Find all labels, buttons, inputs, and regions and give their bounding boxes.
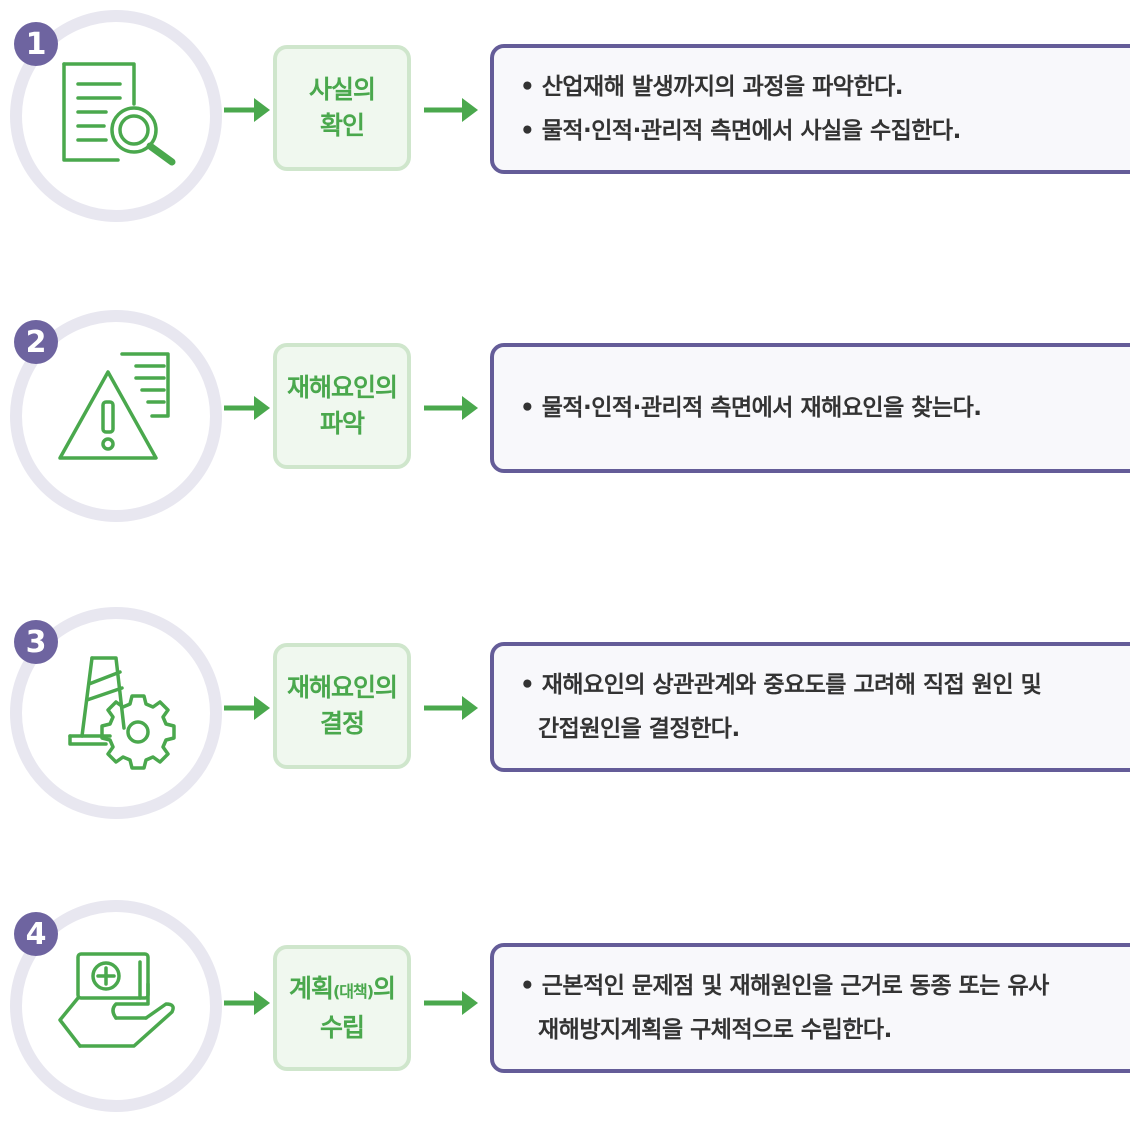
arrow-right-icon [424, 396, 478, 420]
step-1-bullet-1: • 산업재해 발생까지의 과정을 파악한다. [520, 74, 904, 100]
arrow-right-icon [424, 696, 478, 720]
step-row-3: 3 재해요인의 결정 • 재해요인의 상관관계와 중요도를 고려해 직접 원인 … [0, 595, 1130, 845]
step-3-description-box: • 재해요인의 상관관계와 중요도를 고려해 직접 원인 및 간접원인을 결정한… [490, 642, 1130, 772]
step-2-description-box: • 물적·인적·관리적 측면에서 재해요인을 찾는다. [490, 343, 1130, 473]
step-3-bullet-1: • 재해요인의 상관관계와 중요도를 고려해 직접 원인 및 [520, 672, 1042, 698]
step-3-number-badge: 3 [14, 620, 58, 664]
step-2-title-line1: 재해요인의 [286, 373, 398, 402]
step-4-title-particle: 의 [373, 973, 396, 1003]
step-1-title-line2: 확인 [319, 111, 365, 140]
arrow-right-icon [424, 991, 478, 1015]
step-2-title-line2: 파악 [319, 409, 365, 438]
document-magnifier-icon [62, 62, 176, 166]
step-4-bullet-1: • 근본적인 문제점 및 재해원인을 근거로 동종 또는 유사 [520, 973, 1049, 999]
arrow-right-icon [224, 991, 270, 1015]
arrow-right-icon [224, 98, 270, 122]
arrow-right-icon [424, 98, 478, 122]
step-4-title-plan: 계획 [288, 973, 334, 1003]
step-3-title-line2: 결정 [319, 709, 365, 738]
step-3-bullet-1-continued: 간접원인을 결정한다. [538, 716, 740, 742]
step-1-bullet-2: • 물적·인적·관리적 측면에서 사실을 수집한다. [520, 118, 961, 144]
step-4-number-badge: 4 [14, 912, 58, 956]
step-4-title-box: 계획(대책)의 수립 [273, 945, 411, 1071]
step-4-bullet-1-continued: 재해방지계획을 구체적으로 수립한다. [538, 1017, 892, 1043]
warning-document-icon [58, 352, 170, 460]
arrow-right-icon [224, 696, 270, 720]
step-1-description-box: • 산업재해 발생까지의 과정을 파악한다. • 물적·인적·관리적 측면에서 … [490, 44, 1130, 174]
step-1-number-badge: 1 [14, 22, 58, 66]
step-2-number-badge: 2 [14, 320, 58, 364]
step-2-title-box: 재해요인의 파악 [273, 343, 411, 469]
step-row-2: 2 재해요인의 파악 • 물적·인적·관리적 측면에서 재해요인을 찾는다. [0, 295, 1130, 545]
step-4-title-line1: 계획(대책)의 [288, 971, 396, 1010]
step-1-title-line1: 사실의 [308, 75, 376, 104]
step-3-title-line1: 재해요인의 [286, 673, 398, 702]
step-1-title-box: 사실의 확인 [273, 45, 411, 171]
step-2-bullet-1: • 물적·인적·관리적 측면에서 재해요인을 찾는다. [520, 395, 982, 421]
cone-gear-icon [68, 656, 176, 770]
step-3-title-box: 재해요인의 결정 [273, 643, 411, 769]
step-4-description-box: • 근본적인 문제점 및 재해원인을 근거로 동종 또는 유사 재해방지계획을 … [490, 943, 1130, 1073]
step-4-title-line2: 수립 [319, 1012, 365, 1042]
step-4-title-measures: (대책) [332, 981, 374, 1001]
step-row-1: 1 사실의 확인 • 산업재해 발생까지의 과정을 파악한다. • 물적·인적·… [0, 0, 1130, 250]
arrow-right-icon [224, 396, 270, 420]
step-row-4: 4 계획(대책)의 수립 • 근본적인 문제점 및 재해원인을 근거로 동종 또… [0, 890, 1130, 1140]
hand-medical-icon [58, 952, 175, 1048]
